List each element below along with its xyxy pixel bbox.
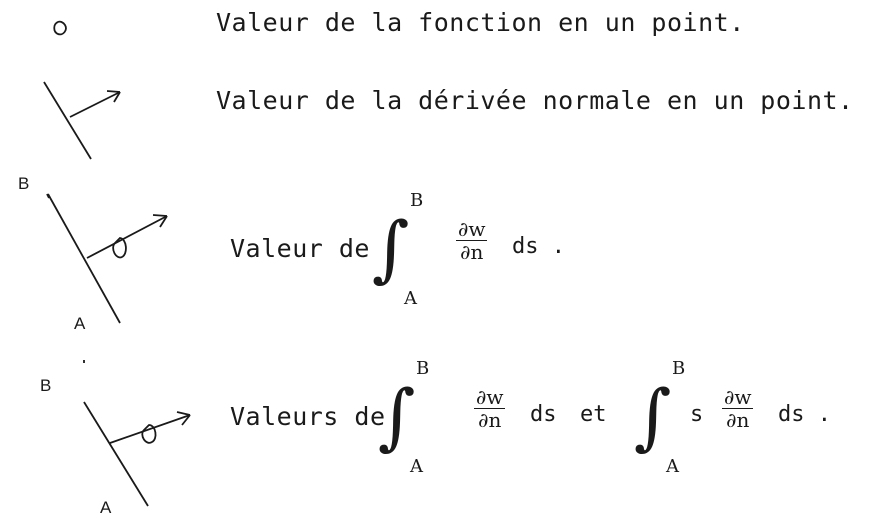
fraction-numerator: ∂w [456, 217, 488, 241]
fraction-numerator: ∂w [722, 385, 754, 409]
second-integral-differential: ds . [778, 402, 831, 427]
integral-differential: ds [530, 402, 557, 427]
segment-normal-moment-icon [83, 360, 191, 507]
integrand-factor-s: s [690, 402, 704, 427]
point-b-label: B [40, 376, 52, 395]
integral-lower-limit: A [410, 456, 423, 477]
second-partial-derivative-fraction: ∂w ∂n [722, 385, 754, 432]
partial-derivative-fraction: ∂w ∂n [456, 217, 488, 264]
conjunction-et: et [580, 402, 607, 427]
moment-integrals-prefix: Valeurs de [230, 402, 386, 431]
flux-integral-prefix: Valeur de [230, 234, 370, 263]
normal-derivative-label: Valeur de la dérivée normale en un point… [216, 86, 854, 115]
integral-sign: ∫ [372, 206, 410, 290]
point-a-label: A [100, 498, 112, 517]
segment-normal-flux-icon [46, 193, 168, 324]
fraction-denominator: ∂n [726, 408, 750, 432]
second-integral-lower-limit: A [666, 456, 679, 477]
function-value-label: Valeur de la fonction en un point. [216, 8, 745, 37]
point-a-label: A [74, 314, 86, 333]
integral-upper-limit: B [416, 358, 430, 379]
fraction-denominator: ∂n [478, 408, 502, 432]
normal-arrow-icon [43, 81, 121, 160]
fraction-numerator: ∂w [474, 385, 506, 409]
second-integral-upper-limit: B [672, 358, 686, 379]
point-b-label: B [18, 174, 30, 193]
second-integral-sign: ∫ [634, 374, 672, 458]
integral-sign: ∫ [378, 374, 416, 458]
integral-differential: ds . [512, 234, 565, 259]
integral-upper-limit: B [410, 190, 424, 211]
small-circle-icon [53, 20, 67, 36]
integral-lower-limit: A [404, 288, 417, 309]
partial-derivative-fraction: ∂w ∂n [474, 385, 506, 432]
fraction-denominator: ∂n [460, 240, 484, 264]
